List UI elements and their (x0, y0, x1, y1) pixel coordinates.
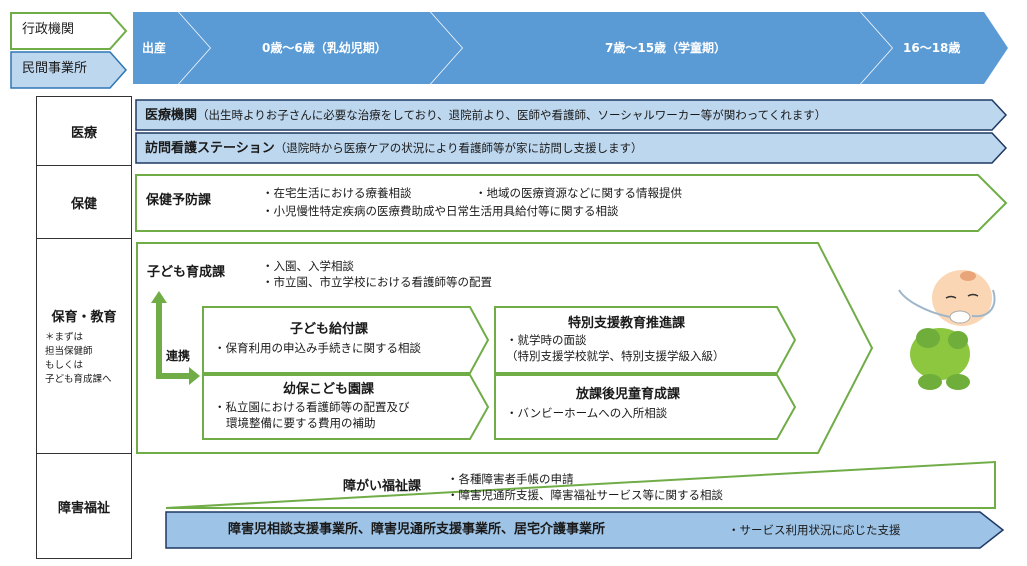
afterschool-arrow (494, 374, 797, 440)
timeline-school-shape (431, 12, 892, 84)
special-title: 特別支援教育推進課 (568, 316, 686, 331)
welfare-item1: ・各種障害者手帳の申請 (447, 472, 574, 486)
afterschool-title: 放課後児童育成課 (576, 387, 681, 402)
kinder-arrow (202, 374, 490, 440)
health-title: 保健予防課 (146, 193, 212, 208)
special-arrow (494, 306, 797, 374)
kinder-title: 幼保こども園課 (283, 382, 375, 397)
benefit-arrow (202, 306, 490, 374)
hospital-arrow (135, 99, 1008, 131)
welfare-office-title: 障害児相談支援事業所、障害児通所支援事業所、居宅介護事業所 (228, 522, 606, 537)
health-item2: ・地域の医療資源などに関する情報提供 (475, 186, 682, 200)
kinder-item2: 環境整備に要する費用の補助 (226, 416, 376, 430)
timeline-teen-shape (861, 12, 1008, 84)
row-health-label: 保健 (70, 196, 97, 212)
benefit-item: ・保育利用の申込み手続きに関する相談 (214, 341, 421, 355)
row-childcare-label: 保育・教育 (51, 309, 117, 325)
nursing-title: 訪問看護ステーション (145, 141, 275, 156)
link-label: 連携 (166, 349, 191, 363)
row-health: 保健 (36, 165, 132, 239)
welfare-wedge (165, 460, 996, 509)
baby-icon (898, 270, 996, 390)
special-item2: （特別支援学校就学、特別支援学級入級） (506, 349, 725, 363)
link-arrow-icon (151, 291, 200, 385)
timeline-school-label: 7歳～15歳（学童期） (605, 41, 727, 55)
legend-gov-shape (10, 12, 128, 50)
legend-gov-label: 行政機関 (22, 22, 75, 37)
welfare-item2: ・障害児通所支援、障害福祉サービス等に関する相談 (447, 488, 723, 502)
hospital-title: 医療機関 (145, 108, 198, 123)
row-welfare: 障害福祉 (36, 453, 132, 559)
health-item1: ・在宅生活における療養相談 (262, 186, 412, 200)
childcare-main-item2: ・市立園、市立学校における看護師等の配置 (262, 275, 492, 289)
welfare-office-arrow (165, 511, 1005, 549)
health-arrow (135, 174, 1008, 232)
row-welfare-label: 障害福祉 (57, 500, 110, 516)
nursing-desc: （退院時から医療ケアの状況により看護師等が家に訪問し支援します） (274, 141, 643, 155)
health-item3: ・小児慢性特定疾病の医療費助成や日常生活用具給付等に関する相談 (262, 204, 619, 218)
nursing-arrow (135, 132, 1008, 164)
childcare-main-item1: ・入園、入学相談 (262, 259, 354, 273)
nursing-text: 訪問看護ステーション（退院時から医療ケアの状況により看護師等が家に訪問し支援しま… (145, 140, 643, 157)
timeline-infant-label: 0歳～6歳（乳幼児期） (262, 41, 387, 55)
timeline-birth-shape (133, 12, 210, 84)
timeline-teen-label: 16～18歳 (903, 41, 961, 55)
benefit-title: 子ども給付課 (290, 322, 369, 337)
timeline-birth-label: 出産 (142, 41, 167, 55)
row-medical: 医療 (36, 96, 132, 166)
special-item1: ・就学時の面談 (506, 333, 587, 347)
childcare-main-title: 子ども育成課 (147, 265, 226, 280)
welfare-title: 障がい福祉課 (343, 479, 422, 494)
hospital-text: 医療機関（出生時よりお子さんに必要な治療をしており、退院前より、医師や看護師、ソ… (145, 107, 826, 124)
legend-private-label: 民間事業所 (22, 61, 88, 76)
legend-private-shape (10, 51, 128, 89)
row-childcare: 保育・教育 ＊まずは 担当保健師 もしくは 子ども育成課へ (36, 238, 132, 454)
afterschool-item: ・バンビーホームへの入所相談 (506, 406, 668, 420)
welfare-office-desc: ・サービス利用状況に応じた支援 (728, 523, 901, 537)
timeline-infant-shape (179, 12, 462, 84)
row-childcare-note: ＊まずは 担当保健師 もしくは 子ども育成課へ (45, 331, 112, 385)
row-medical-label: 医療 (70, 125, 97, 141)
kinder-item1: ・私立園における看護師等の配置及び (214, 400, 410, 414)
hospital-desc: （出生時よりお子さんに必要な治療をしており、退院前より、医師や看護師、ソーシャル… (197, 108, 827, 122)
